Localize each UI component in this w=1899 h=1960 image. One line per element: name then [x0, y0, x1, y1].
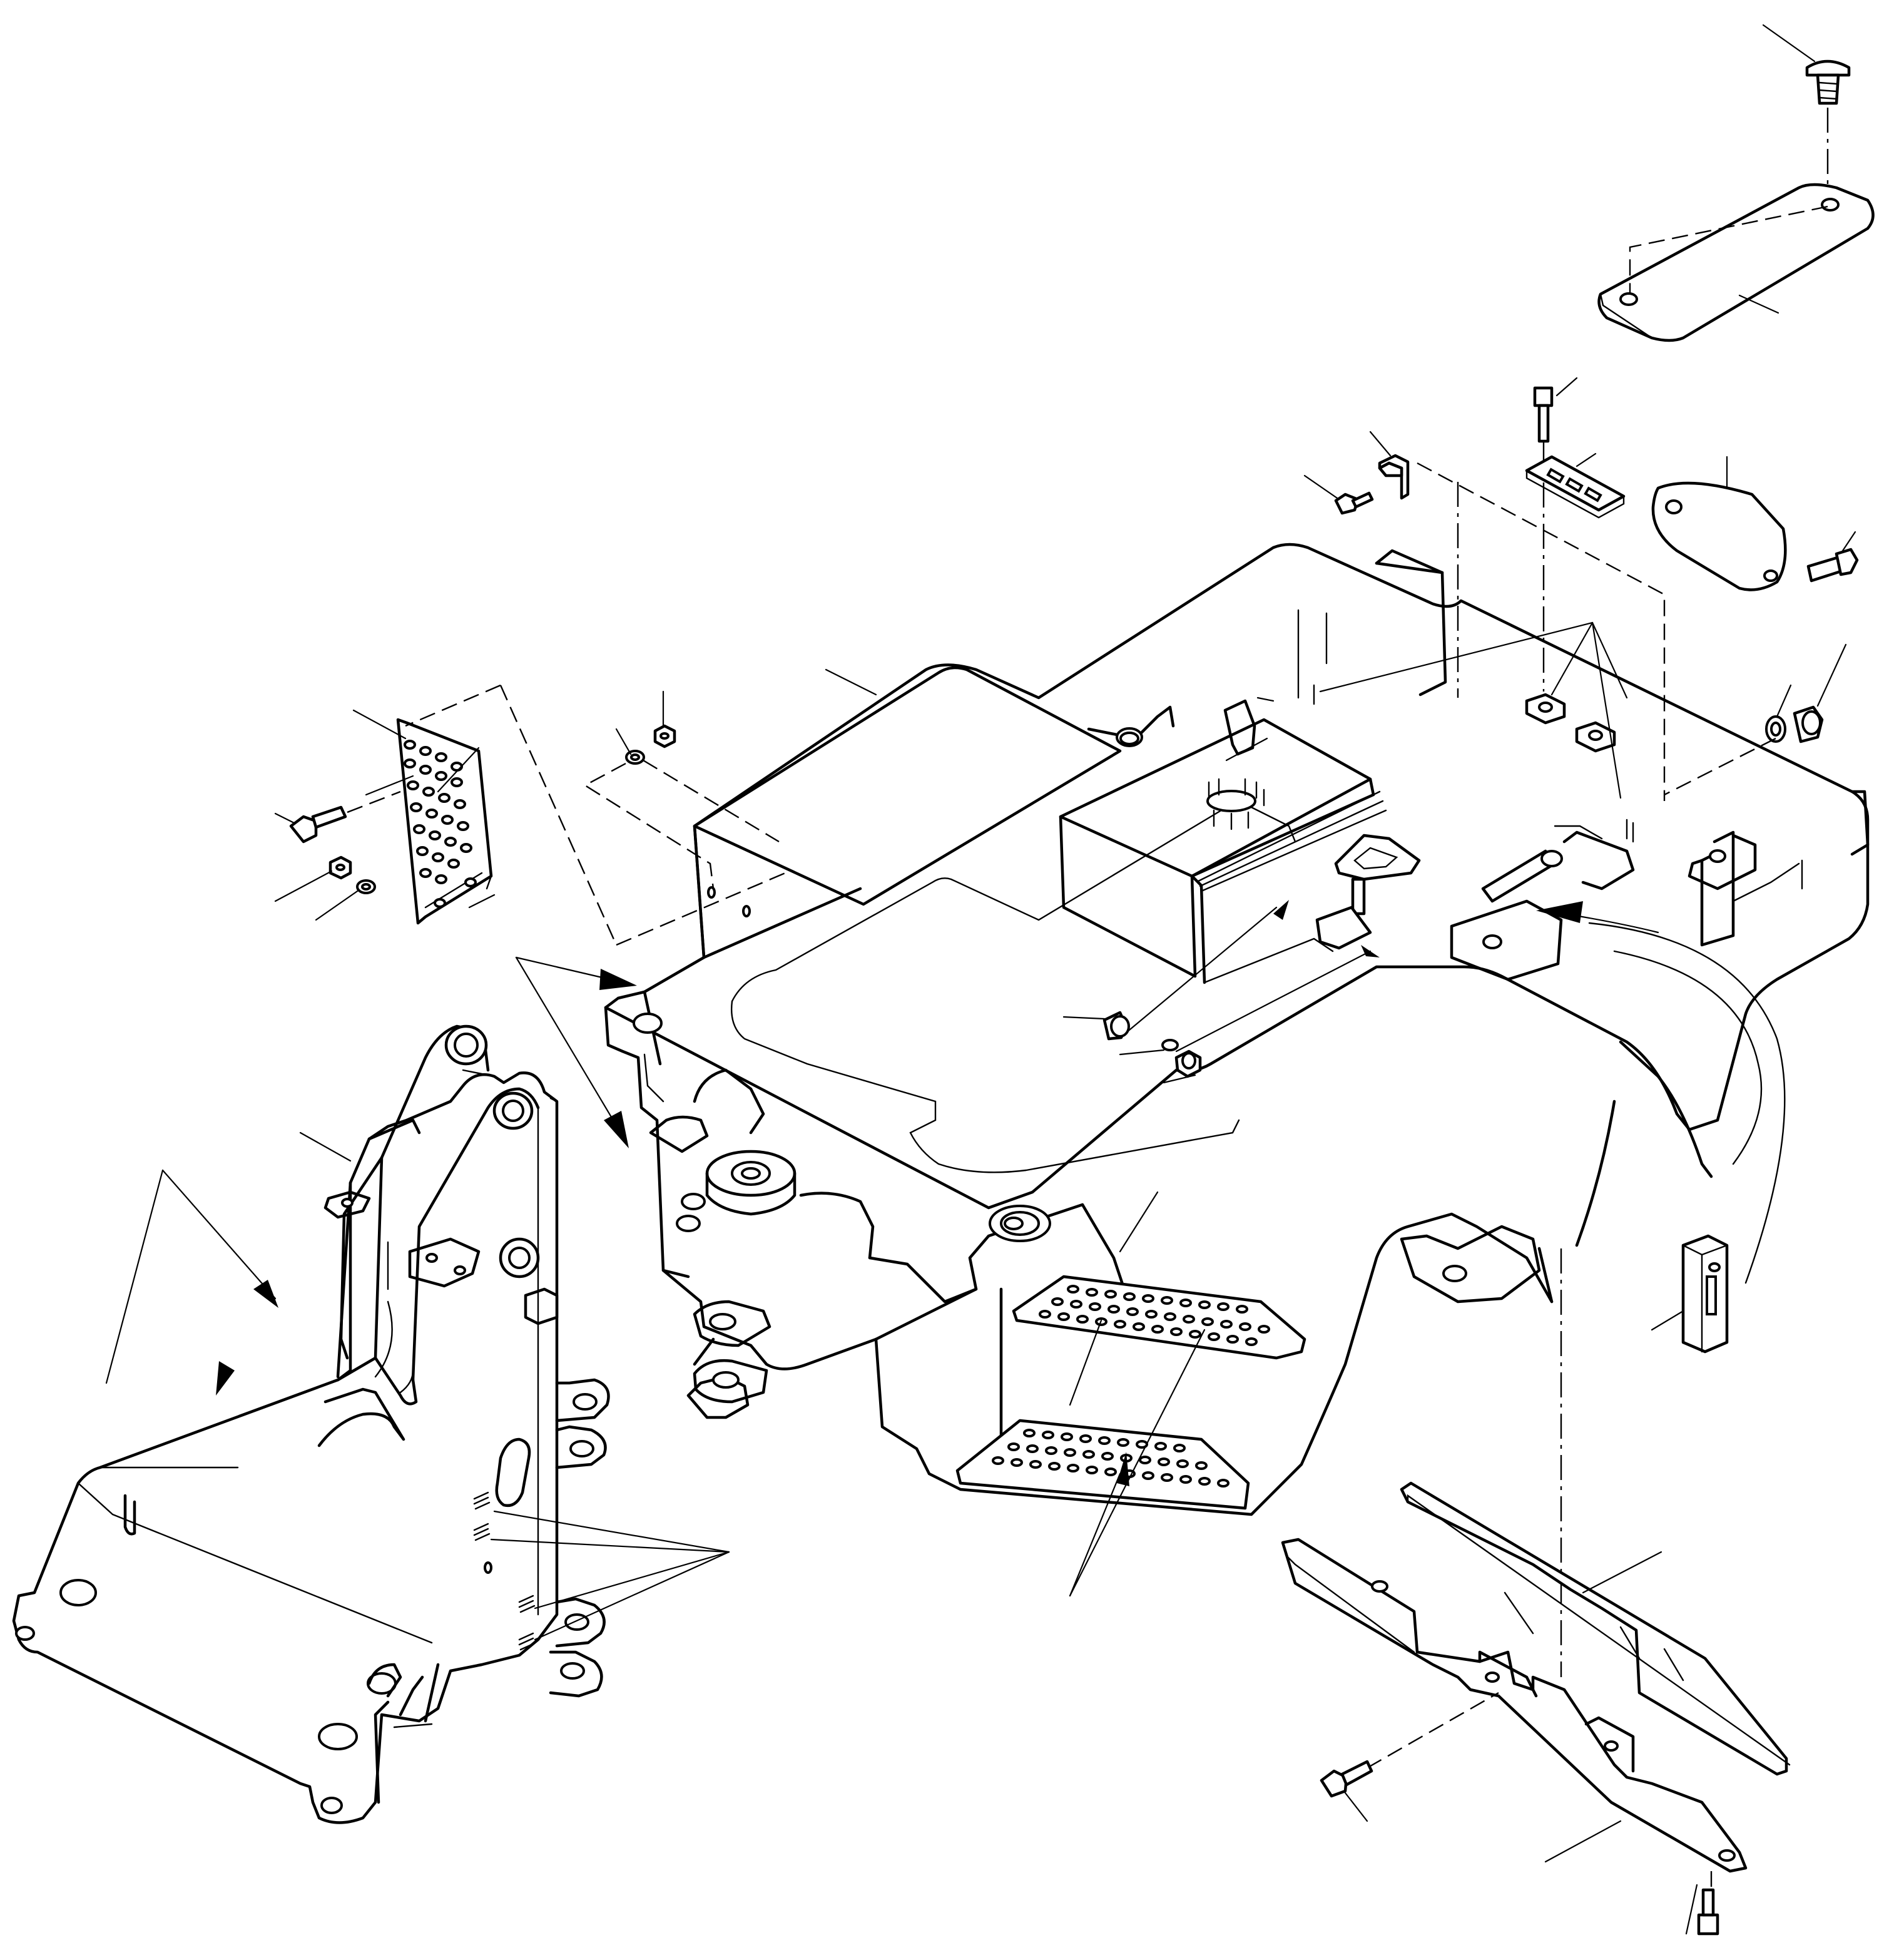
hex-bolt-small-1: [1533, 386, 1554, 443]
main-frame: [604, 543, 1870, 1516]
guard-plate-lower: [1281, 1538, 1748, 1873]
frame-studs: [1297, 609, 1634, 843]
hex-bolt-guard-bottom: [1697, 1888, 1719, 1936]
washer-step-plate: [356, 879, 376, 894]
slotted-bracket: [1525, 455, 1626, 519]
angle-clip: [1378, 454, 1410, 500]
cover-plate-top: [1597, 183, 1875, 342]
nut-frame: [653, 724, 676, 748]
step-holes-lower: [992, 1429, 1230, 1488]
step-plate-holes: [404, 740, 472, 884]
washer-fitting-2: [1161, 1039, 1179, 1051]
plug-fitting-1: [1102, 1011, 1130, 1041]
frame-hole-2: [1004, 1217, 1024, 1230]
hex-bolt-oval-plate: [1806, 548, 1859, 583]
hex-bolt-step-plate: [289, 805, 347, 844]
drain-plug-washer: [1765, 705, 1824, 743]
frame-hole-1: [633, 1013, 663, 1034]
oval-cover-plate: [1651, 481, 1787, 591]
plug-fitting-2: [1174, 1049, 1202, 1078]
hex-bolt-guard-left: [1320, 1760, 1373, 1798]
guard-plate-upper: [1400, 1481, 1791, 1776]
step-holes-upper: [1039, 1285, 1270, 1346]
nut-step-plate: [328, 855, 352, 880]
front-loader-frame: [12, 1024, 610, 1824]
leader-screw-top: [1762, 24, 1816, 63]
door-latch: [1681, 1234, 1729, 1354]
countersunk-screw-top: [1805, 59, 1851, 105]
washer-frame: [625, 750, 645, 765]
hex-bolt-small-2: [1334, 491, 1374, 515]
frame-hole-3: [1119, 732, 1139, 745]
